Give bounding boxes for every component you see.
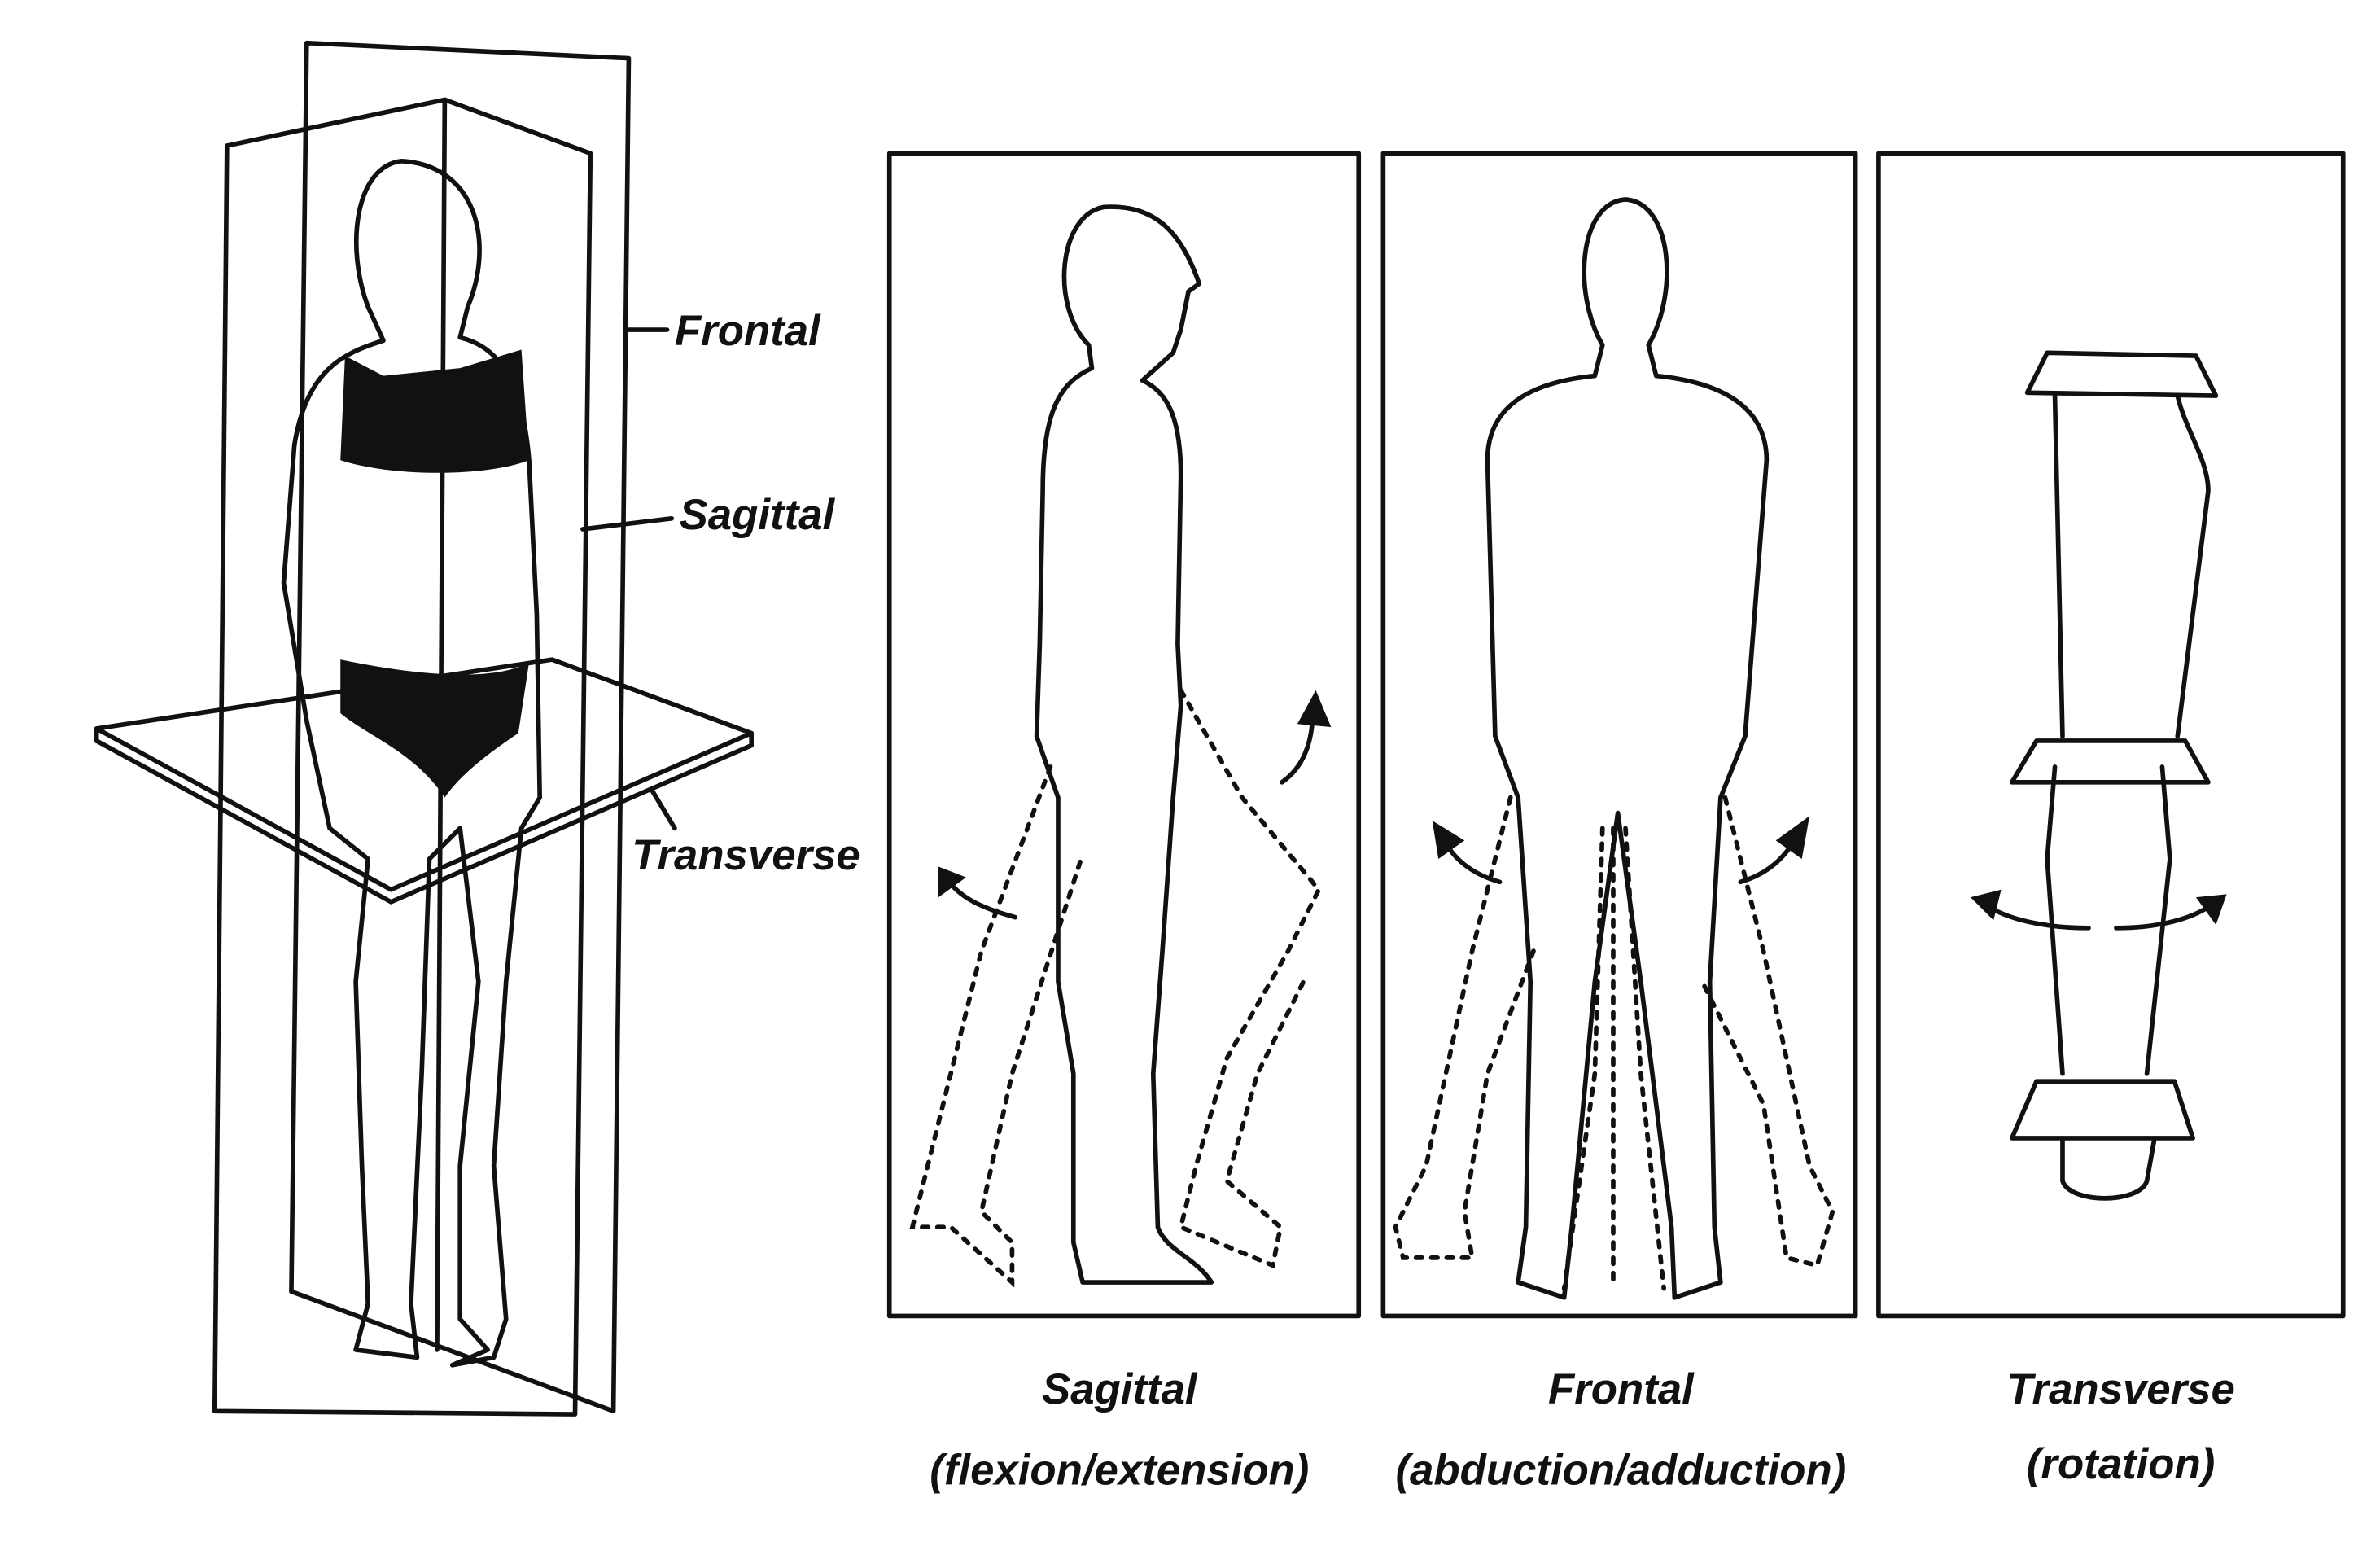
transverse-plane-label: Transverse — [632, 831, 860, 879]
female-figure — [281, 158, 542, 1368]
frontal-caption-subtitle: (abduction/adduction) — [1395, 1447, 1846, 1495]
frontal-plane-label: Frontal — [675, 307, 821, 355]
transverse-caption-subtitle: (rotation) — [2027, 1440, 2215, 1488]
transverse-leader-line — [649, 787, 677, 831]
external-rotation-arrow-icon — [2114, 902, 2214, 931]
internal-rotation-arrow-icon — [1983, 902, 2091, 931]
leg-silhouette — [2045, 393, 2211, 1076]
frontal-plane — [289, 40, 632, 1414]
frontal-caption-title: Frontal — [1548, 1365, 1695, 1413]
side-silhouette — [1034, 204, 1214, 1285]
body-planes-illustration — [94, 40, 754, 1417]
sagittal-panel — [886, 151, 1362, 1319]
bra-top — [340, 349, 529, 473]
sagittal-plane-label: Sagittal — [680, 491, 836, 539]
sagittal-plane — [212, 97, 593, 1417]
transverse-caption-title: Transverse — [2006, 1365, 2235, 1413]
transverse-panel — [1876, 151, 2346, 1319]
frontal-panel — [1380, 151, 1858, 1319]
sagittal-caption-subtitle: (flexion/extension) — [930, 1447, 1309, 1495]
back-silhouette — [1485, 197, 1770, 1300]
sagittal-caption-title: Sagittal — [1042, 1365, 1198, 1413]
sagittal-leader-line — [580, 515, 675, 532]
bikini-bottom — [340, 659, 529, 798]
extension-arrow-icon — [1280, 715, 1315, 785]
